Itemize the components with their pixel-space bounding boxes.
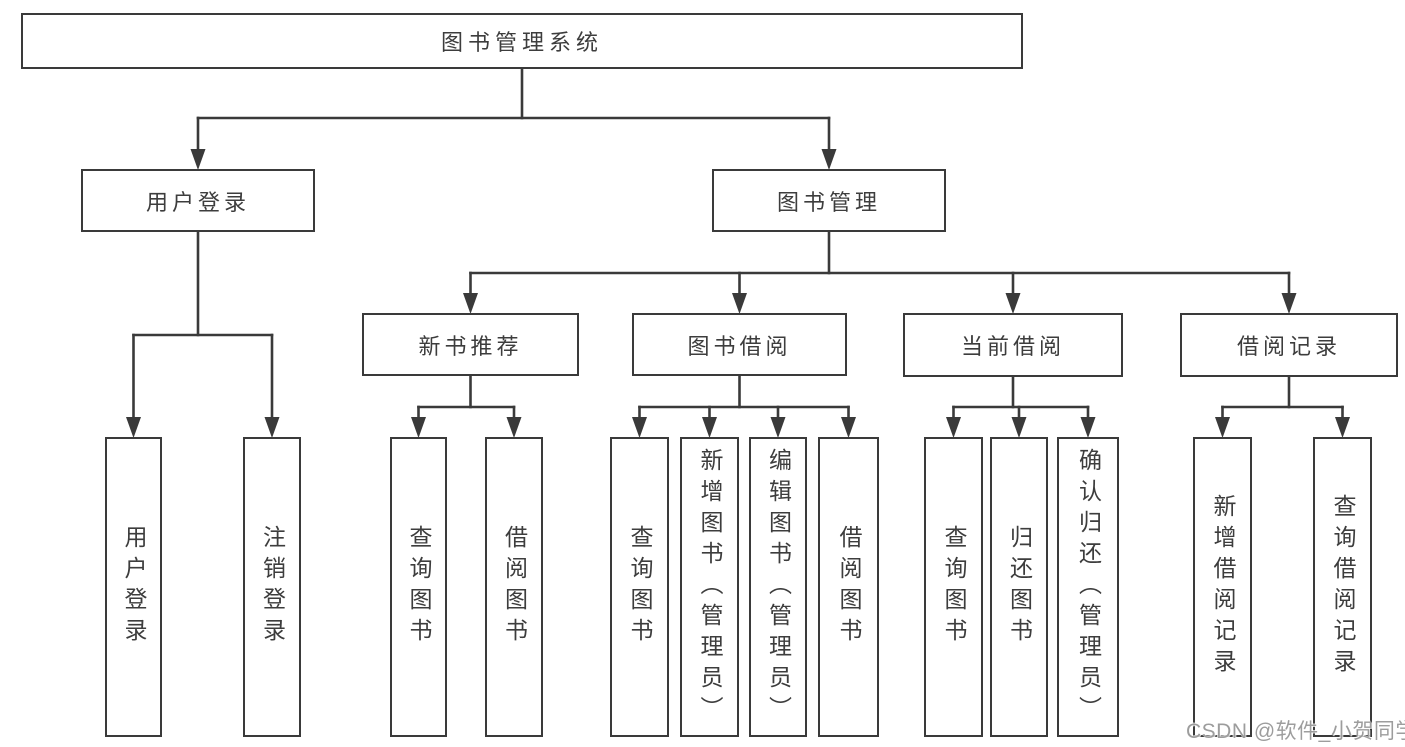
node-label-leaf-borrow-book-1: 借阅图书: [501, 525, 528, 649]
node-leaf-query-borrow-record: 查询借阅记录: [1313, 437, 1372, 737]
node-label-leaf-edit-book-admin: 编辑图书（管理员）: [765, 447, 792, 727]
node-leaf-add-book-admin: 新增图书（管理员）: [680, 437, 739, 737]
node-label-group-current-borrow: 当前借阅: [960, 334, 1065, 359]
node-leaf-logout: 注销登录: [243, 437, 301, 737]
node-leaf-query-book-1: 查询图书: [390, 437, 447, 737]
node-group-book-management: 图书管理: [712, 169, 946, 232]
node-leaf-query-book-2: 查询图书: [610, 437, 669, 737]
node-label-group-new-book-recommend: 新书推荐: [418, 333, 523, 359]
node-leaf-confirm-return-admin: 确认归还（管理员）: [1057, 437, 1119, 737]
node-label-leaf-logout: 注销登录: [259, 525, 286, 649]
node-label-leaf-query-book-1: 查询图书: [406, 525, 432, 649]
node-leaf-user-login: 用户登录: [105, 437, 162, 737]
node-group-book-borrow: 图书借阅: [632, 313, 847, 376]
node-group-borrow-records: 借阅记录: [1180, 313, 1398, 377]
node-leaf-borrow-book-2: 借阅图书: [818, 437, 879, 737]
node-label-leaf-borrow-book-2: 借阅图书: [836, 525, 862, 649]
node-label-leaf-query-borrow-record: 查询借阅记录: [1330, 494, 1356, 680]
node-group-user-login: 用户登录: [81, 169, 315, 232]
node-leaf-add-borrow-record: 新增借阅记录: [1193, 437, 1252, 737]
node-label-leaf-query-book-3: 查询图书: [941, 525, 967, 649]
node-root: 图书管理系统: [21, 13, 1023, 69]
node-label-group-user-login: 用户登录: [145, 189, 250, 215]
node-label-root: 图书管理系统: [440, 30, 603, 55]
node-group-current-borrow: 当前借阅: [903, 313, 1123, 377]
node-label-leaf-add-borrow-record: 新增借阅记录: [1210, 494, 1236, 680]
node-group-new-book-recommend: 新书推荐: [362, 313, 579, 376]
node-label-leaf-confirm-return-admin: 确认归还（管理员）: [1075, 447, 1102, 727]
node-label-leaf-query-book-2: 查询图书: [627, 525, 653, 649]
node-label-leaf-return-book: 归还图书: [1006, 525, 1033, 649]
node-label-leaf-user-login: 用户登录: [121, 525, 147, 649]
watermark-text: CSDN @软件_小贺同学: [1186, 720, 1405, 743]
node-label-leaf-add-book-admin: 新增图书（管理员）: [697, 447, 723, 727]
node-label-group-book-borrow: 图书借阅: [687, 333, 792, 359]
node-leaf-return-book: 归还图书: [990, 437, 1048, 737]
node-leaf-query-book-3: 查询图书: [924, 437, 983, 737]
node-leaf-edit-book-admin: 编辑图书（管理员）: [749, 437, 807, 737]
watermark: CSDN @软件_小贺同学: [1186, 715, 1405, 745]
node-label-group-borrow-records: 借阅记录: [1236, 334, 1341, 359]
node-label-group-book-management: 图书管理: [776, 189, 881, 215]
node-leaf-borrow-book-1: 借阅图书: [485, 437, 543, 737]
